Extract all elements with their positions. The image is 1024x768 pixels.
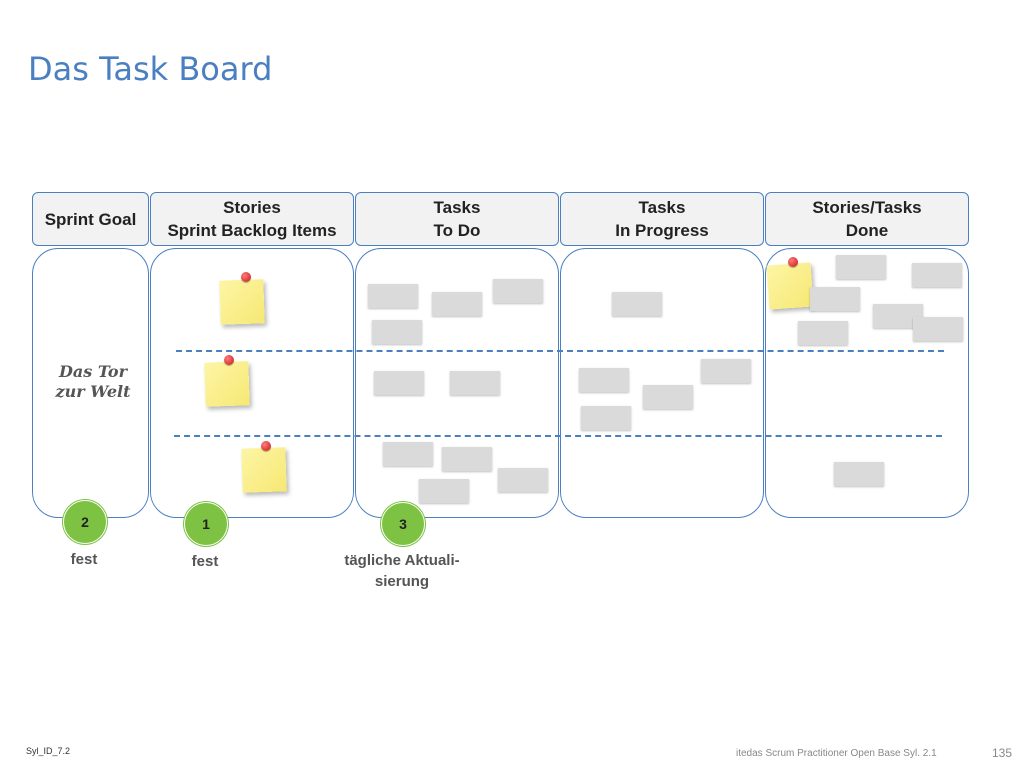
task-card[interactable] bbox=[419, 479, 469, 503]
sprint-goal-line1: Das Tor bbox=[59, 362, 127, 381]
task-card[interactable] bbox=[834, 462, 884, 486]
column-header-line2: To Do bbox=[433, 221, 481, 240]
step-caption: tägliche Aktuali- sierung bbox=[322, 550, 482, 592]
task-card[interactable] bbox=[498, 468, 548, 492]
task-card[interactable] bbox=[701, 359, 751, 383]
column-header-line1: Stories bbox=[223, 198, 281, 217]
task-card[interactable] bbox=[374, 371, 424, 395]
step-caption-line1: fest bbox=[70, 551, 98, 568]
story-sticky-note[interactable] bbox=[219, 279, 265, 325]
page-title: Das Task Board bbox=[28, 50, 273, 88]
swimlane-divider bbox=[176, 350, 944, 352]
task-card[interactable] bbox=[798, 321, 848, 345]
task-card[interactable] bbox=[836, 255, 886, 279]
step-caption: fest bbox=[44, 549, 124, 570]
task-card[interactable] bbox=[432, 292, 482, 316]
column-header-line2: Done bbox=[845, 221, 889, 240]
pin-icon bbox=[261, 441, 271, 451]
task-card[interactable] bbox=[643, 385, 693, 409]
column-header-line1: Stories/Tasks bbox=[812, 198, 922, 217]
column-header-line2: Sprint Backlog Items bbox=[167, 221, 337, 240]
column-header-tasks-in-progress: Tasks In Progress bbox=[560, 192, 764, 246]
step-caption-line1: tägliche Aktuali- bbox=[344, 552, 460, 569]
task-card[interactable] bbox=[450, 371, 500, 395]
pin-icon bbox=[241, 272, 251, 282]
column-header-line2: In Progress bbox=[615, 221, 709, 240]
task-card[interactable] bbox=[810, 287, 860, 311]
task-card[interactable] bbox=[579, 368, 629, 392]
step-badge: 3 bbox=[381, 502, 425, 546]
column-header-done: Stories/Tasks Done bbox=[765, 192, 969, 246]
task-card[interactable] bbox=[612, 292, 662, 316]
column-header-line1: Tasks bbox=[638, 198, 686, 217]
story-sticky-note[interactable] bbox=[766, 262, 814, 310]
task-card[interactable] bbox=[581, 406, 631, 430]
step-caption: fest bbox=[165, 551, 245, 572]
story-sticky-note[interactable] bbox=[204, 361, 250, 407]
footer-slide-id: Syl_ID_7.2 bbox=[26, 746, 71, 756]
column-body-sprint-goal bbox=[32, 248, 149, 518]
task-card[interactable] bbox=[912, 263, 962, 287]
step-caption-line1: fest bbox=[191, 553, 219, 570]
pin-icon bbox=[788, 257, 798, 267]
sprint-goal-line2: zur Welt bbox=[55, 382, 131, 401]
column-header-tasks-todo: Tasks To Do bbox=[355, 192, 559, 246]
page-number: 135 bbox=[992, 746, 1013, 760]
task-card[interactable] bbox=[493, 279, 543, 303]
task-card[interactable] bbox=[372, 320, 422, 344]
swimlane-divider bbox=[174, 435, 942, 437]
step-badge: 2 bbox=[63, 500, 107, 544]
column-header-sprint-goal: Sprint Goal bbox=[32, 192, 149, 246]
task-card[interactable] bbox=[442, 447, 492, 471]
column-header-stories: Stories Sprint Backlog Items bbox=[150, 192, 354, 246]
task-card[interactable] bbox=[383, 442, 433, 466]
step-caption-line2: sierung bbox=[374, 573, 430, 590]
column-header-line1: Sprint Goal bbox=[44, 209, 137, 229]
task-card[interactable] bbox=[913, 317, 963, 341]
step-badge: 1 bbox=[184, 502, 228, 546]
task-card[interactable] bbox=[368, 284, 418, 308]
column-header-line1: Tasks bbox=[433, 198, 481, 217]
sprint-goal-text: Das Tor zur Welt bbox=[38, 362, 148, 402]
footer-course-name: itedas Scrum Practitioner Open Base Syl.… bbox=[736, 748, 937, 759]
story-sticky-note[interactable] bbox=[241, 447, 287, 493]
pin-icon bbox=[224, 355, 234, 365]
